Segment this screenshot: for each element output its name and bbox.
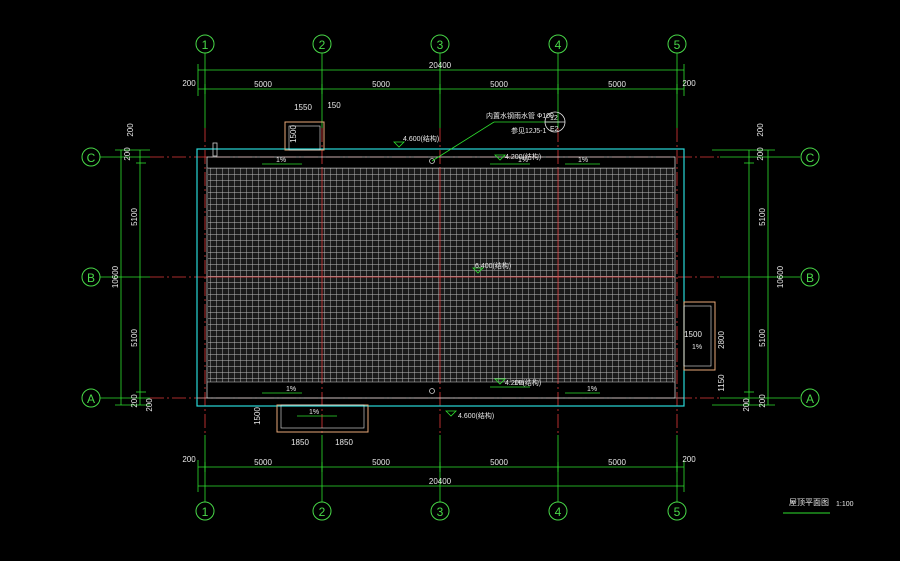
right-box-inner <box>683 305 712 367</box>
dim-right-outer-bottom: 200 <box>758 394 767 408</box>
slope-arrows <box>262 163 600 417</box>
dim-bottom-span-3: 5000 <box>490 458 508 467</box>
slope-label: 1% <box>578 157 588 164</box>
roof-tile-hatch <box>208 168 674 382</box>
top-dimension-lines <box>197 64 685 96</box>
dim-left-inner-bottom: 200 <box>130 394 139 408</box>
dim-top-end-right: 200 <box>682 79 696 88</box>
dim-top-box-gap: 150 <box>327 101 341 110</box>
axis-label-5-top: 5 <box>674 38 681 52</box>
dim-bottom-span-1: 5000 <box>254 458 272 467</box>
dim-bottom-end-right: 200 <box>682 455 696 464</box>
dim-top-box-height: 1500 <box>289 125 298 143</box>
dim-top-span-1: 5000 <box>254 80 272 89</box>
dim-bottom-end-left: 200 <box>182 455 196 464</box>
drawing-scale: 1:100 <box>836 501 854 508</box>
bottom-dimension-lines <box>197 460 685 492</box>
top-box-inner <box>288 125 321 151</box>
dim-bottom-total: 20400 <box>429 477 452 486</box>
dim-right-outer-top: 200 <box>756 123 765 137</box>
dim-bottom-span-2: 5000 <box>372 458 390 467</box>
axis-label-c-left: C <box>87 151 96 165</box>
left-dimension-lines <box>115 149 150 406</box>
drawing-title: 屋顶平面图 <box>789 498 829 507</box>
axis-bubbles <box>81 34 820 521</box>
dim-bottom-box-left: 1850 <box>291 438 309 447</box>
axis-label-3-top: 3 <box>437 38 444 52</box>
dim-top-span-3: 5000 <box>490 80 508 89</box>
axis-label-b-left: B <box>87 271 95 285</box>
elevation-top: 4.600(结构) <box>403 134 439 143</box>
elevation-bottom: 4.200(结构) <box>505 378 541 387</box>
dim-top-end-left: 200 <box>182 79 196 88</box>
slope-label: 1% <box>286 386 296 393</box>
elevation-center: 6.400(结构) <box>475 261 511 270</box>
dim-right-box-width: 1500 <box>684 330 702 339</box>
axis-label-2-top: 2 <box>319 38 326 52</box>
axis-label-b-right: B <box>806 271 814 285</box>
dim-left-total: 10600 <box>111 265 120 288</box>
axis-label-1-bottom: 1 <box>202 505 209 519</box>
axis-lines-over-roof <box>208 168 674 382</box>
axis-label-a-left: A <box>87 392 95 406</box>
dim-left-span-bottom: 5100 <box>130 329 139 347</box>
elevation-markers <box>393 141 506 417</box>
dim-top-span-4: 5000 <box>608 80 626 89</box>
roof-outline <box>196 148 685 407</box>
dim-top-span-2: 5000 <box>372 80 390 89</box>
axis-label-3-bottom: 3 <box>437 505 444 519</box>
elevation-top-2: 4.200(结构) <box>505 152 541 161</box>
roof-drain-top <box>429 158 435 164</box>
elevation-bottom-2: 4.600(结构) <box>458 411 494 420</box>
axis-label-a-right: A <box>806 392 814 406</box>
dim-right-span-bottom: 5100 <box>758 329 767 347</box>
dim-top-total: 20400 <box>429 61 452 70</box>
roof-drain-bottom <box>429 388 435 394</box>
slope-label: 1% <box>518 157 528 164</box>
detail-number: 12 <box>550 115 558 122</box>
dim-right-span-top: 5100 <box>758 208 767 226</box>
gutters <box>197 167 684 399</box>
slope-label: 1% <box>692 344 702 351</box>
dim-right-box-offset: 1150 <box>717 374 726 392</box>
drain-note: 内置水钢雨水管 Ф100 <box>486 111 554 120</box>
right-dimension-lines <box>712 149 775 406</box>
axis-label-5-bottom: 5 <box>674 505 681 519</box>
axis-label-c-right: C <box>806 151 815 165</box>
dim-bottom-box-right: 1850 <box>335 438 353 447</box>
slope-label: 1% <box>276 157 286 164</box>
dim-top-box-width: 1550 <box>294 103 312 112</box>
dim-left-outer-top: 200 <box>126 123 135 137</box>
bottom-box-inner <box>280 404 365 429</box>
detail-sub: E2 <box>550 126 559 133</box>
slope-label: 1% <box>309 409 319 416</box>
dim-left-inner-top: 200 <box>123 147 132 161</box>
dim-bottom-span-4: 5000 <box>608 458 626 467</box>
axis-label-4-bottom: 4 <box>555 505 562 519</box>
axis-label-4-top: 4 <box>555 38 562 52</box>
dim-right-inner-top: 200 <box>756 147 765 161</box>
axis-label-2-bottom: 2 <box>319 505 326 519</box>
dim-right-inner-bottom: 200 <box>742 398 751 412</box>
slope-label: 1% <box>587 386 597 393</box>
vent-marker <box>212 142 218 157</box>
dim-right-box-height: 2800 <box>717 331 726 349</box>
dim-bottom-box-height: 1500 <box>253 407 262 425</box>
axis-label-1-top: 1 <box>202 38 209 52</box>
slope-label: 1% <box>514 380 524 387</box>
dim-left-outer-bottom: 200 <box>145 398 154 412</box>
detail-reference: 参见12J5-1 <box>511 126 547 135</box>
slope-labels: 1% 1% 1% 1% 1% 1% 1% 1% <box>276 157 702 416</box>
dim-left-span-top: 5100 <box>130 208 139 226</box>
dim-right-total: 10600 <box>776 265 785 288</box>
